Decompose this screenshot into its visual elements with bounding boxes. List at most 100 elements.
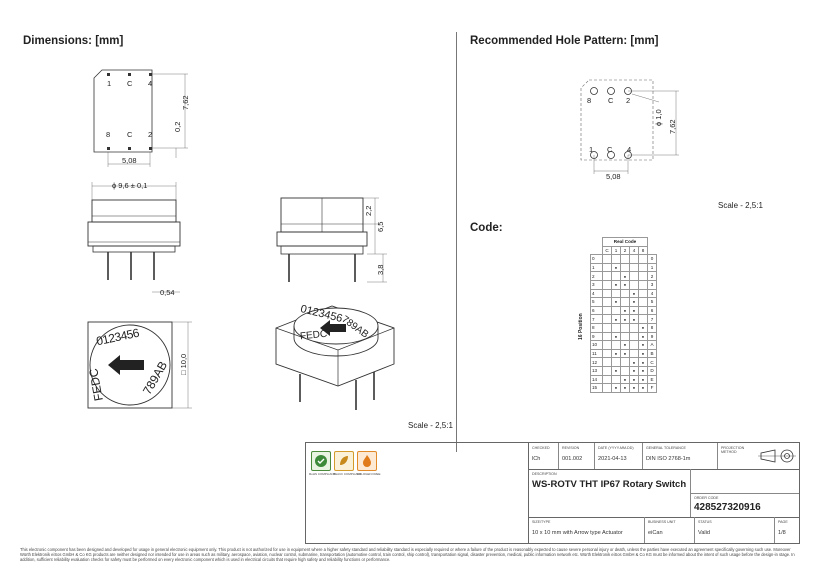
code-table-dot	[620, 254, 630, 264]
code-title: Code:	[470, 222, 503, 234]
halogen-badge	[357, 451, 377, 471]
code-table-dot	[629, 331, 639, 342]
code-table-dot: ●	[629, 305, 639, 316]
code-table-dot: ●	[629, 374, 639, 385]
tb-projection-label: PROJECTION METHOD	[721, 446, 745, 454]
code-table-dot	[629, 322, 639, 333]
code-table-position: 2	[590, 271, 603, 281]
rohs-badge	[311, 451, 331, 471]
code-table-position: 11	[590, 348, 603, 359]
tb-size-value: 10 x 10 mm with Arrow type Actuator	[532, 530, 623, 536]
code-table-row: 9●●9	[590, 331, 657, 342]
code-table-dot	[638, 297, 648, 307]
code-table-dot: ●	[620, 374, 630, 385]
dim-3-8: 3,8	[376, 264, 385, 275]
code-table-code: 5	[647, 297, 657, 307]
code-table-dot: ●	[638, 322, 648, 333]
code-table-dot	[629, 271, 639, 281]
code-table-dot	[620, 262, 630, 273]
tb-row3: SIZE/TYPE 10 x 10 mm with Arrow type Act…	[528, 517, 799, 543]
code-table-position: 13	[590, 365, 603, 376]
code-table-code: A	[647, 340, 657, 350]
tb-revision-label: REVISION	[562, 446, 580, 450]
code-table-code: D	[647, 365, 657, 376]
code-table-dot: ●	[611, 348, 621, 359]
dim-0-2: 0,2	[173, 121, 182, 132]
code-table-code: 6	[647, 305, 657, 316]
pin-label-1: 1	[107, 79, 112, 88]
code-table-dot	[629, 340, 639, 350]
code-table-dot	[629, 254, 639, 264]
code-table-position: 5	[590, 297, 603, 307]
scale-left: Scale - 2,5:1	[408, 421, 453, 430]
dim-5-08: 5,08	[122, 156, 137, 165]
code-table-dot	[611, 305, 621, 316]
dim-7-62: 7,62	[181, 95, 190, 110]
code-table-row: 1●1	[590, 262, 657, 273]
code-table-row: 13●●●D	[590, 365, 657, 376]
code-table-row: 15●●●●F	[590, 383, 657, 393]
code-table-col-header: C	[602, 245, 612, 256]
code-table-dot	[611, 288, 621, 299]
tb-size-cell: SIZE/TYPE 10 x 10 mm with Arrow type Act…	[528, 517, 645, 543]
hole-dim-5-08: 5,08	[606, 172, 621, 181]
code-table-dot	[611, 254, 621, 264]
tb-checked-label: CHECKED	[532, 446, 550, 450]
code-table-dot	[602, 383, 612, 393]
code-table-dot	[602, 279, 612, 290]
code-table-position: 6	[590, 305, 603, 316]
code-table-dot	[602, 348, 612, 359]
code-table-dot	[602, 322, 612, 333]
code-table-row: 7●●●7	[590, 314, 657, 324]
code-table-position: 4	[590, 288, 603, 299]
code-table-dot	[611, 271, 621, 281]
code-table-dot: ●	[620, 340, 630, 350]
code-table-dot: ●	[620, 271, 630, 281]
code-table-dot	[638, 314, 648, 324]
hole-pattern-title: Recommended Hole Pattern: [mm]	[470, 35, 659, 47]
code-table-position: 14	[590, 374, 603, 385]
tb-revision-value: 001.002	[562, 456, 583, 462]
code-table-dot	[611, 322, 621, 333]
isometric-view	[275, 305, 395, 410]
code-table-dot	[638, 254, 648, 264]
code-table-dot	[602, 340, 612, 350]
code-table-dot	[620, 365, 630, 376]
hole-pin-4: 4	[627, 145, 632, 154]
code-table-col-header: 8	[638, 245, 648, 256]
code-table-code: 7	[647, 314, 657, 324]
code-table-dot	[602, 305, 612, 316]
disclaimer-text: This electronic component has been desig…	[20, 547, 795, 562]
code-table-position: 12	[590, 357, 603, 367]
code-table-code: 3	[647, 279, 657, 290]
code-table-dot: ●	[611, 262, 621, 273]
code-table-position: 1	[590, 262, 603, 273]
compliance-badges: RoHS COMPLIANT REACh COMPLIANT HALOGEN F…	[306, 443, 529, 543]
code-table-dot: ●	[620, 383, 630, 393]
tb-description-cell: DESCRIPTION WS-ROTV THT IP67 Rotary Swit…	[528, 469, 691, 517]
code-table-dot	[620, 331, 630, 342]
code-table-dot: ●	[620, 348, 630, 359]
code-table-dot: ●	[638, 357, 648, 367]
tb-checked-value: lCh	[532, 456, 541, 462]
code-table-dot	[620, 357, 630, 367]
dim-10-0: □ 10,0	[179, 353, 188, 375]
code-table-dot	[611, 340, 621, 350]
code-table-row: 2 ● 2	[590, 271, 657, 281]
hole-pin-c-bot: C	[607, 145, 613, 154]
hole-pin-8: 8	[587, 96, 592, 105]
code-table-dot: ●	[611, 383, 621, 393]
tb-row1: CHECKED lCh REVISION 001.002 DATE (YYYY-…	[528, 443, 799, 470]
code-table-dot	[638, 305, 648, 316]
code-table-position: 10	[590, 340, 603, 350]
code-table-dot	[602, 254, 612, 264]
dimensions-title: Dimensions: [mm]	[23, 35, 124, 47]
code-table-dot: ●	[629, 297, 639, 307]
code-table-dot	[602, 374, 612, 385]
code-table-code: 2	[647, 271, 657, 281]
halogen-label: HALOGEN FREE	[357, 472, 381, 476]
code-table-dot	[602, 331, 612, 342]
side-view-drawing	[276, 197, 387, 283]
code-table-dot	[629, 348, 639, 359]
code-table-row: 12●●C	[590, 357, 657, 367]
